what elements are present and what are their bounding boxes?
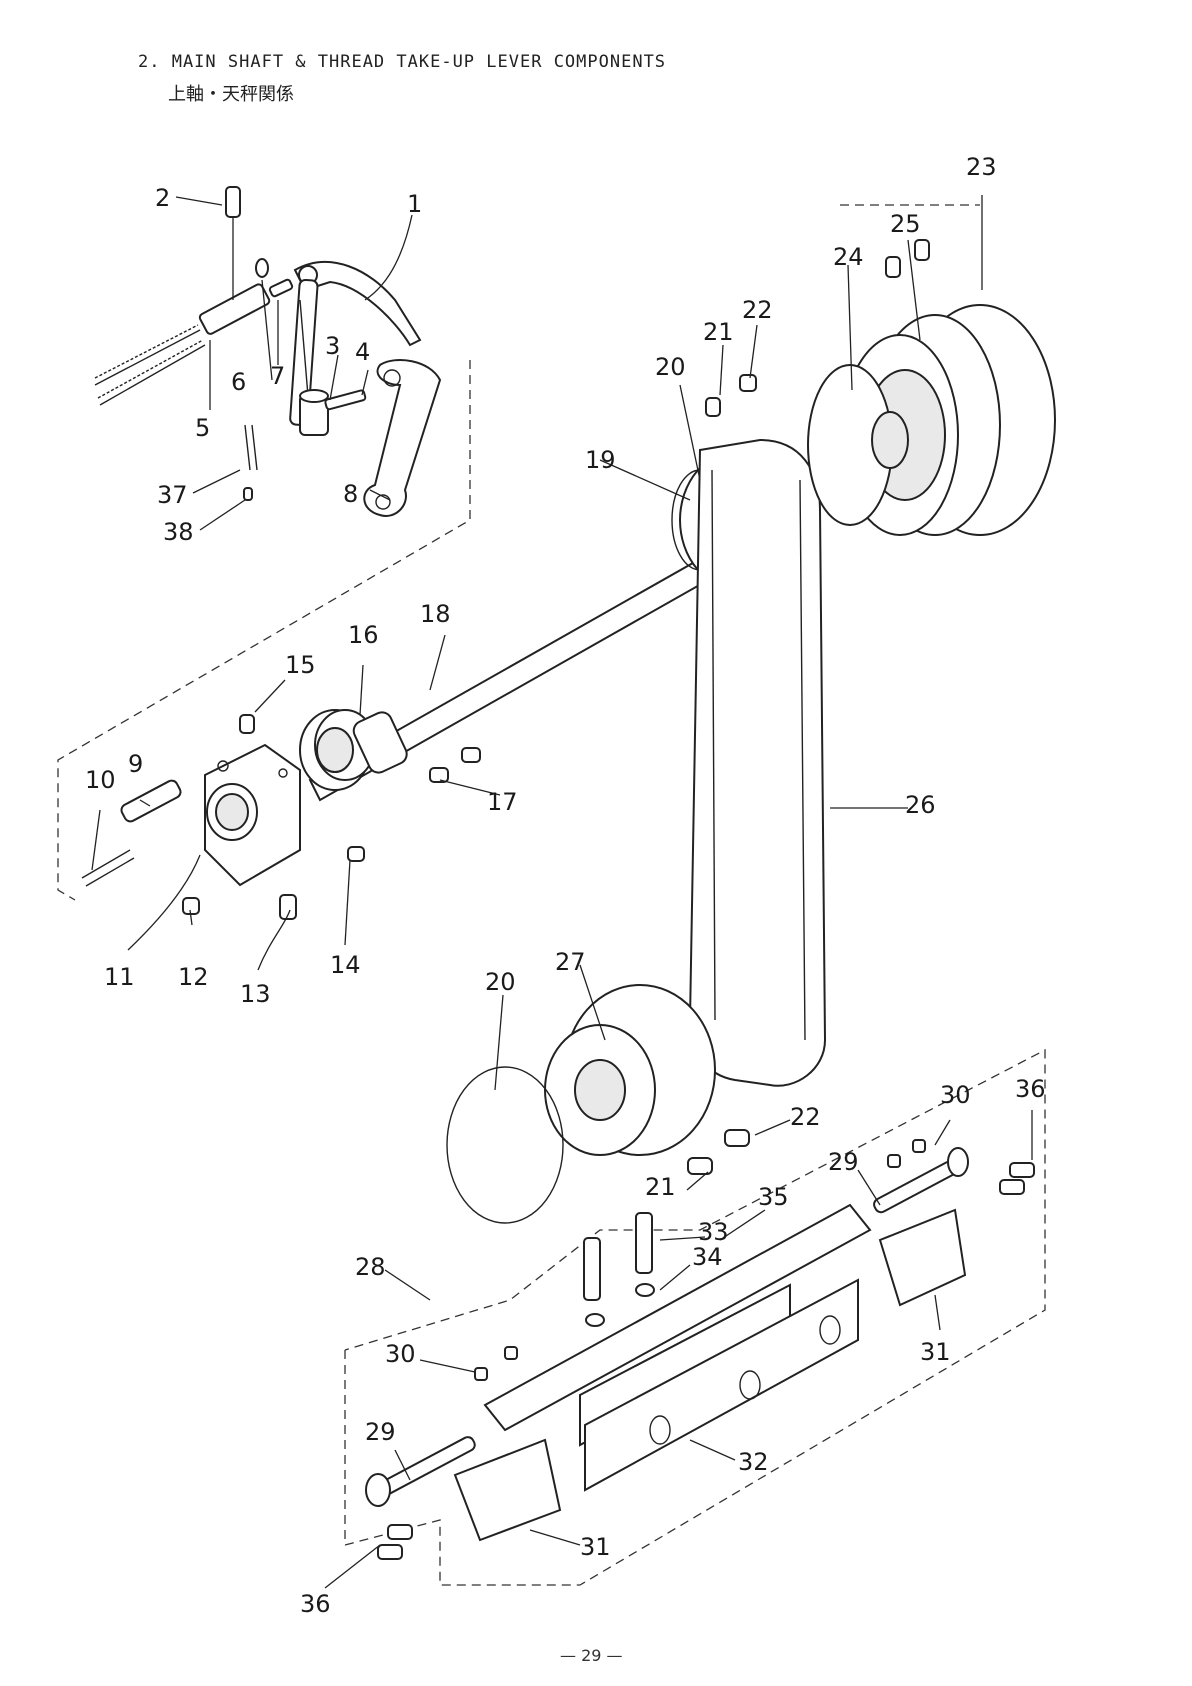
label-22b: 22: [790, 1103, 821, 1131]
label-15: 15: [285, 651, 316, 679]
label-29a: 29: [828, 1148, 859, 1176]
label-20a: 20: [655, 353, 686, 381]
label-3: 3: [325, 332, 340, 360]
label-22a: 22: [742, 296, 773, 324]
label-10: 10: [85, 766, 116, 794]
retaining-ring: [447, 1067, 563, 1223]
label-18: 18: [420, 600, 451, 628]
label-11: 11: [104, 963, 135, 991]
label-8: 8: [343, 480, 358, 508]
bushing-collar: [300, 709, 410, 790]
label-9: 9: [128, 750, 143, 778]
label-35: 35: [758, 1183, 789, 1211]
label-30a: 30: [940, 1081, 971, 1109]
spring-pin: [244, 425, 257, 500]
lower-timing-sprocket: [545, 985, 715, 1155]
label-17: 17: [487, 788, 518, 816]
hinge-pin-assembly: [300, 390, 366, 435]
label-1: 1: [407, 190, 422, 218]
label-36a: 36: [1015, 1075, 1046, 1103]
label-31b: 31: [580, 1533, 611, 1561]
label-28: 28: [355, 1253, 386, 1281]
label-27: 27: [555, 948, 586, 976]
label-5: 5: [195, 414, 210, 442]
label-20b: 20: [485, 968, 516, 996]
label-19: 19: [585, 446, 616, 474]
label-6: 6: [231, 368, 246, 396]
label-24: 24: [833, 243, 864, 271]
label-23: 23: [966, 153, 997, 181]
label-21a: 21: [703, 318, 734, 346]
label-14: 14: [330, 951, 361, 979]
handwheel-pulley: [808, 305, 1055, 535]
label-34: 34: [692, 1243, 723, 1271]
label-25: 25: [890, 210, 921, 238]
sprocket-screws: [688, 1130, 749, 1174]
label-36b: 36: [300, 1590, 331, 1618]
label-38: 38: [163, 518, 194, 546]
label-7: 7: [270, 362, 285, 390]
label-12: 12: [178, 963, 209, 991]
label-30b: 30: [385, 1340, 416, 1368]
label-29b: 29: [365, 1418, 396, 1446]
label-13: 13: [240, 980, 271, 1008]
timing-belt: [690, 440, 825, 1086]
label-4: 4: [355, 338, 370, 366]
label-32: 32: [738, 1448, 769, 1476]
label-2: 2: [155, 184, 170, 212]
label-31a: 31: [920, 1338, 951, 1366]
page-number: — 29 —: [560, 1646, 623, 1665]
label-33: 33: [698, 1218, 729, 1246]
label-37: 37: [157, 481, 188, 509]
label-26: 26: [905, 791, 936, 819]
label-21b: 21: [645, 1173, 676, 1201]
label-16: 16: [348, 621, 379, 649]
counterweight-crank: [205, 745, 300, 885]
